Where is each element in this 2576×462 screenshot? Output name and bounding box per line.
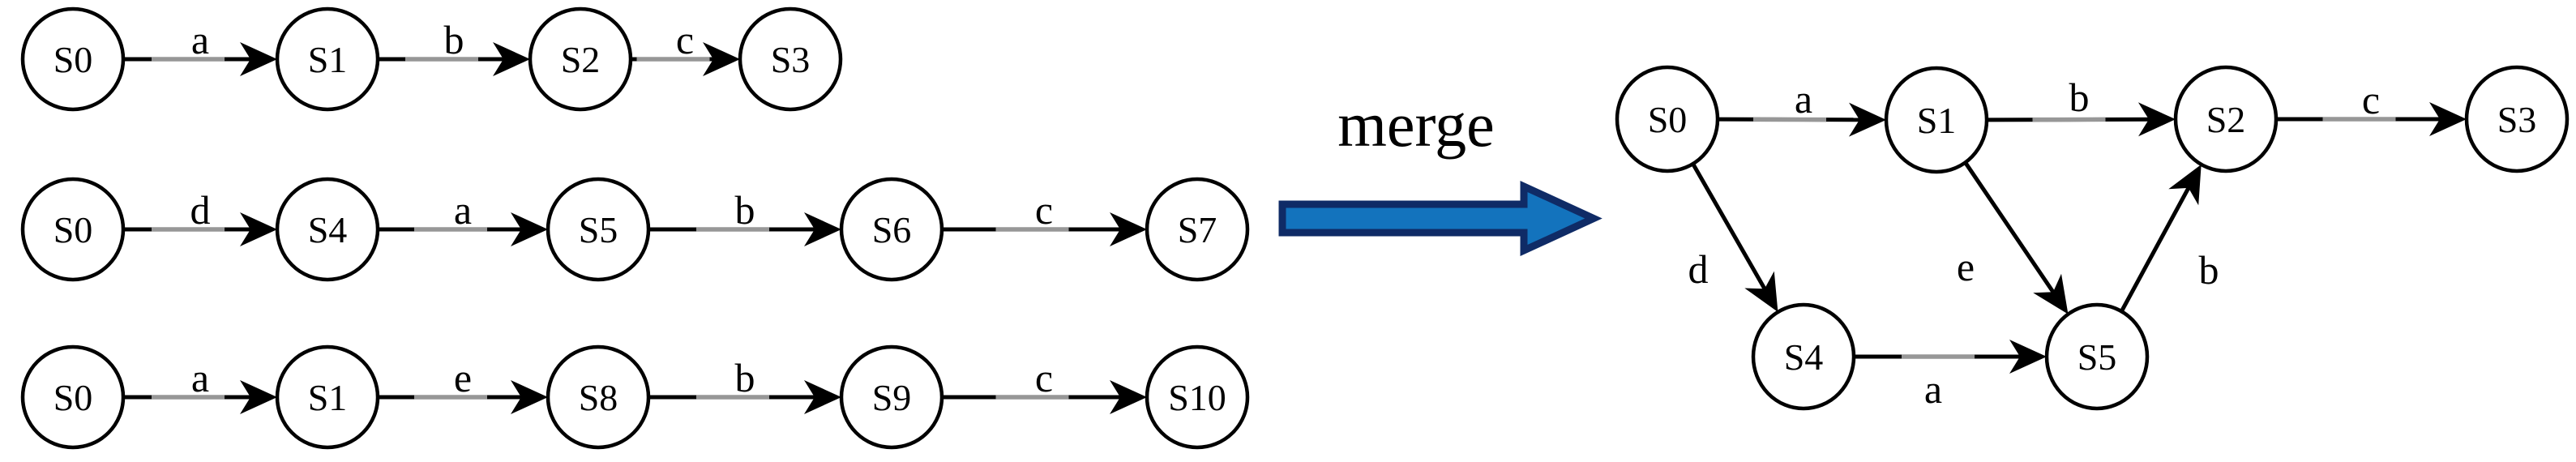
transition-label: b xyxy=(2069,75,2090,120)
transition-label: e xyxy=(454,355,472,400)
transition-label: c xyxy=(2362,77,2380,122)
state-label: S0 xyxy=(53,377,93,418)
transition-label: b xyxy=(444,17,464,62)
transition-label: e xyxy=(1957,244,1975,289)
state-node xyxy=(839,344,944,450)
state-label: S10 xyxy=(1168,377,1226,418)
state-node xyxy=(839,177,944,282)
state-label: S1 xyxy=(308,39,348,80)
transition-label: d xyxy=(190,187,211,233)
transition-arrowhead-icon xyxy=(1110,212,1147,246)
transition-edge xyxy=(1963,161,2056,296)
state-node xyxy=(2173,65,2279,173)
transition-label: b xyxy=(735,187,755,233)
transition-arrowhead-icon xyxy=(1110,380,1147,414)
state-node xyxy=(546,344,651,450)
state-node xyxy=(20,177,126,282)
state-node xyxy=(275,6,380,112)
state-node xyxy=(1615,65,1720,173)
state-label: S0 xyxy=(53,209,93,250)
transition-label: a xyxy=(1795,76,1812,122)
transition-arrowhead-icon xyxy=(703,42,740,76)
transition-arrowhead-icon xyxy=(240,212,277,246)
transition-label: c xyxy=(1035,355,1053,400)
state-node xyxy=(275,177,380,282)
transition-label: c xyxy=(676,17,694,62)
state-label: S9 xyxy=(872,377,912,418)
state-node xyxy=(1884,66,1989,174)
transition-label: a xyxy=(191,355,209,400)
state-label: S8 xyxy=(579,377,618,418)
transition-arrowhead-icon xyxy=(2429,102,2467,136)
state-node xyxy=(2044,302,2150,411)
state-label: S2 xyxy=(2206,99,2246,140)
state-label: S4 xyxy=(1784,336,1824,378)
state-label: S1 xyxy=(1917,100,1957,141)
state-label: S4 xyxy=(308,209,348,250)
label-layer: a b c d a b c a e b c a b c d e a b xyxy=(190,17,2381,412)
transition-arrowhead-icon xyxy=(240,42,277,76)
transition-arrowhead-icon xyxy=(493,42,530,76)
transition-arrowhead-icon xyxy=(2168,164,2202,206)
transition-arrowhead-icon xyxy=(511,212,548,246)
transition-label: b xyxy=(735,355,755,400)
state-node xyxy=(546,177,651,282)
state-node xyxy=(275,344,380,450)
merge-block-arrow-icon xyxy=(1278,180,1603,257)
transition-arrowhead-icon xyxy=(240,380,277,414)
state-label: S6 xyxy=(872,209,912,250)
transition-label: b xyxy=(2199,247,2219,293)
state-node xyxy=(738,6,843,112)
state-label: S0 xyxy=(53,39,93,80)
transition-label: a xyxy=(454,187,472,233)
state-node xyxy=(1751,302,1856,411)
transition-arrowhead-icon xyxy=(2033,273,2069,314)
state-node xyxy=(528,6,633,112)
transition-edge xyxy=(1691,162,1768,293)
transition-label: d xyxy=(1688,246,1709,292)
transition-arrowhead-icon xyxy=(1744,271,1778,312)
state-node xyxy=(1145,344,1250,450)
state-node xyxy=(20,344,126,450)
transition-arrowhead-icon xyxy=(511,380,548,414)
transition-arrowhead-icon xyxy=(1848,102,1887,137)
state-label: S3 xyxy=(2497,99,2537,140)
state-label: S0 xyxy=(1648,99,1688,140)
state-label: S1 xyxy=(308,377,348,418)
state-label: S7 xyxy=(1178,209,1217,250)
merge-label: merge xyxy=(1337,89,1494,160)
state-node xyxy=(1145,177,1250,282)
state-node xyxy=(2464,65,2570,173)
transition-arrowhead-icon xyxy=(804,380,841,414)
edge-layer xyxy=(123,42,2467,414)
transition-edge xyxy=(2120,185,2192,313)
state-label: S5 xyxy=(579,209,618,250)
transition-arrowhead-icon xyxy=(804,212,841,246)
transition-arrowhead-icon xyxy=(2137,102,2176,137)
state-label: S3 xyxy=(771,39,811,80)
state-label: S5 xyxy=(2077,336,2117,378)
transition-label: a xyxy=(1924,366,1942,412)
state-label: S2 xyxy=(561,39,601,80)
transition-label: a xyxy=(191,17,209,62)
transition-label: c xyxy=(1035,187,1053,233)
state-node xyxy=(20,6,126,112)
transition-arrowhead-icon xyxy=(2009,340,2047,374)
